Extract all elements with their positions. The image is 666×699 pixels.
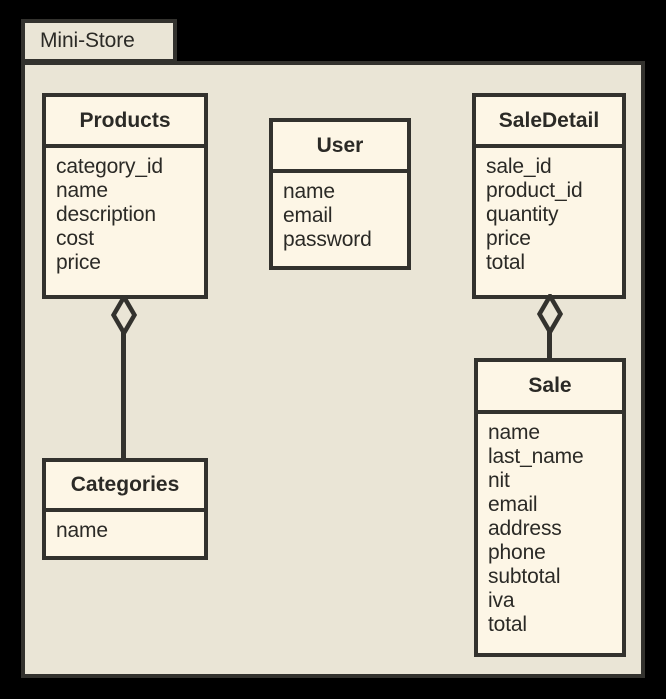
- association-line-saledetail-sale: [547, 330, 552, 362]
- attribute-row: total: [486, 251, 525, 274]
- class-separator: [46, 144, 204, 148]
- attribute-row: name: [283, 180, 335, 203]
- class-separator: [273, 169, 407, 173]
- class-name-user: User: [316, 133, 364, 157]
- attribute-row: iva: [488, 589, 515, 612]
- class-box-sale[interactable]: Sale name last_name nit email address ph…: [474, 358, 626, 657]
- package-tab: Mini-Store: [21, 19, 177, 63]
- class-box-products[interactable]: Products category_id name description co…: [42, 93, 208, 299]
- attribute-row: subtotal: [488, 565, 561, 588]
- class-attributes-sale: name last_name nit email address phone s…: [478, 414, 622, 645]
- attribute-row: email: [488, 493, 538, 516]
- class-separator: [476, 144, 622, 148]
- attribute-row: sale_id: [486, 155, 552, 178]
- class-name-categories: Categories: [70, 473, 180, 496]
- class-box-categories[interactable]: Categories name: [42, 458, 208, 560]
- attribute-row: last_name: [488, 445, 584, 468]
- class-attributes-user: name email password: [273, 173, 407, 260]
- class-separator: [478, 410, 622, 414]
- attribute-row: price: [486, 227, 531, 250]
- attribute-row: phone: [488, 541, 546, 564]
- attribute-row: password: [283, 228, 372, 251]
- attribute-row: quantity: [486, 203, 559, 226]
- attribute-row: name: [56, 179, 108, 202]
- class-name-products: Products: [79, 108, 171, 132]
- attribute-row: price: [56, 251, 101, 274]
- class-attributes-saledetail: sale_id product_id quantity price total: [476, 148, 622, 283]
- aggregation-diamond-products: [111, 295, 137, 335]
- class-name-saledetail: SaleDetail: [498, 108, 600, 132]
- attribute-row: nit: [488, 469, 510, 492]
- attribute-row: category_id: [56, 155, 163, 178]
- class-separator: [46, 508, 204, 512]
- attribute-row: cost: [56, 227, 94, 250]
- attribute-row: description: [56, 203, 156, 226]
- class-box-saledetail[interactable]: SaleDetail sale_id product_id quantity p…: [472, 93, 626, 299]
- class-attributes-categories: name: [46, 512, 204, 551]
- attribute-row: name: [488, 421, 540, 444]
- package-name-label: Mini-Store: [40, 29, 135, 52]
- attribute-row: product_id: [486, 179, 583, 202]
- attribute-row: name: [56, 519, 108, 542]
- association-line-products-categories: [121, 330, 126, 460]
- class-name-sale: Sale: [528, 374, 572, 397]
- attribute-row: address: [488, 517, 562, 540]
- class-attributes-products: category_id name description cost price: [46, 148, 204, 283]
- aggregation-diamond-saledetail: [537, 294, 563, 334]
- attribute-row: email: [283, 204, 333, 227]
- class-box-user[interactable]: User name email password: [269, 118, 411, 270]
- attribute-row: total: [488, 613, 527, 636]
